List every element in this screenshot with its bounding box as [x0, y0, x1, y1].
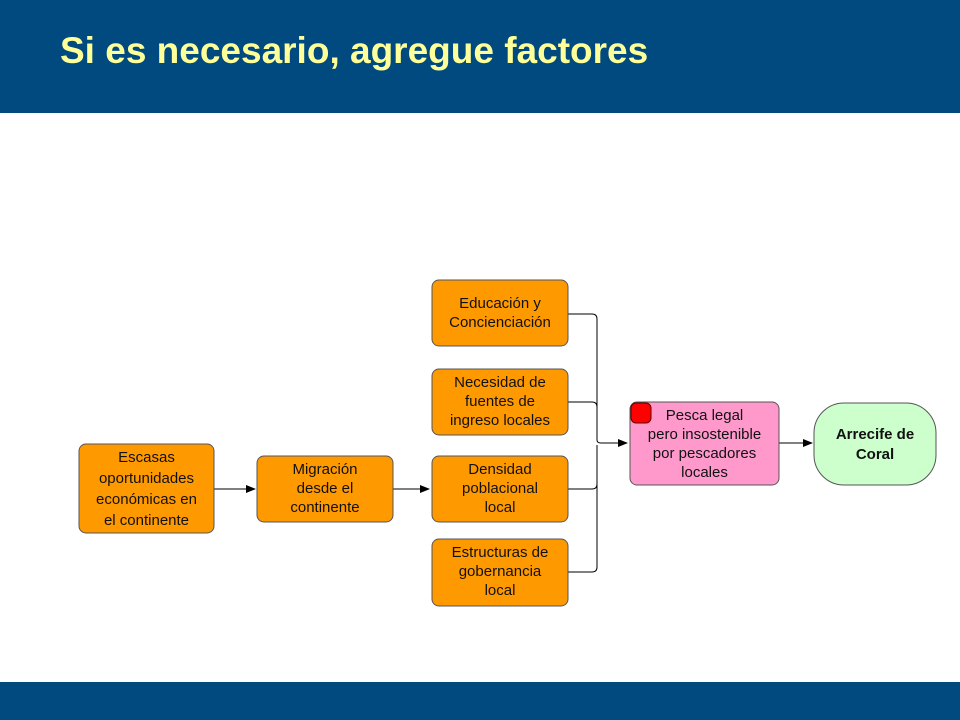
node-educacion: Educación y Concienciación — [431, 279, 569, 347]
node-arrecife-de-coral: Arrecife de Coral — [813, 402, 937, 486]
node-label-line: Estructuras de — [452, 544, 549, 561]
node-escasas-oportunidades: Escasas oportunidades económicas en el c… — [78, 443, 215, 534]
node-label-line: Concienciación — [449, 314, 551, 331]
node-densidad: Densidad poblacional local — [431, 455, 569, 523]
connector-merge-pesca — [596, 439, 628, 447]
node-label-line: por pescadores — [653, 445, 756, 462]
node-label-line: Coral — [856, 446, 894, 463]
node-estructuras: Estructuras de gobernancia local — [431, 538, 569, 607]
slide-title: Si es necesario, agregue factores — [60, 30, 649, 71]
connector-estructuras-pesca — [568, 445, 598, 573]
connector-necesidad-pesca — [568, 401, 598, 440]
header-bar: Si es necesario, agregue factores — [0, 0, 960, 113]
node-pesca-legal: Pesca legal pero insostenible por pescad… — [629, 401, 780, 486]
connector-educacion-pesca — [568, 313, 598, 440]
node-label-line: local — [485, 582, 516, 599]
node-label-line: locales — [681, 464, 728, 481]
node-migracion: Migración desde el continente — [256, 455, 394, 523]
node-label-line: económicas en — [96, 491, 197, 508]
node-label-line: continente — [290, 499, 359, 516]
red-status-marker — [630, 402, 652, 424]
node-label-line: Arrecife de — [836, 426, 914, 443]
node-label-line: gobernancia — [459, 563, 542, 580]
node-label-line: local — [485, 499, 516, 516]
node-label-line: Educación y — [459, 295, 541, 312]
node-label-line: el continente — [104, 512, 189, 529]
node-label-line: desde el — [297, 480, 354, 497]
node-label-line: Pesca legal — [666, 407, 744, 424]
node-label-line: ingreso locales — [450, 412, 550, 429]
node-label-line: Escasas — [118, 449, 175, 466]
connectors — [214, 313, 813, 573]
connector-densidad-pesca — [568, 445, 598, 490]
node-label-line: fuentes de — [465, 393, 535, 410]
node-necesidad: Necesidad de fuentes de ingreso locales — [431, 368, 569, 436]
node-label-line: Migración — [292, 461, 357, 478]
node-label-line: Densidad — [468, 461, 531, 478]
node-label-line: oportunidades — [99, 470, 194, 487]
node-label-line: pero insostenible — [648, 426, 761, 443]
node-label-line: poblacional — [462, 480, 538, 497]
node-label-line: Necesidad de — [454, 374, 546, 391]
footer-bar — [0, 682, 960, 720]
